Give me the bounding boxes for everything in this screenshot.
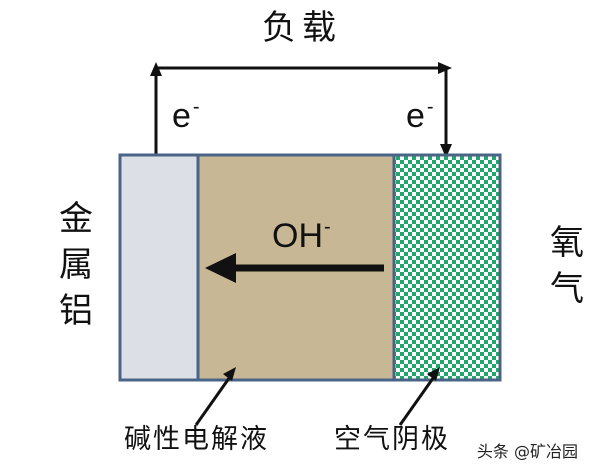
electron-charge: - — [192, 96, 200, 118]
wire-arrow-right-icon — [438, 62, 452, 74]
oxygen-label: 氧气 — [550, 223, 584, 309]
metal-aluminum-label: 金属铝 — [59, 199, 93, 331]
ion-migration-arrow-head-icon — [205, 253, 236, 283]
electron-label-left: e- — [172, 97, 200, 133]
hydroxide-ion-label: OH- — [272, 217, 331, 253]
cathode-pointer-head-icon — [427, 367, 440, 381]
ion-symbol: OH — [272, 217, 323, 255]
air-cathode — [394, 155, 500, 380]
load-label: 负载 — [262, 8, 342, 48]
electron-label-right: e- — [406, 97, 434, 133]
watermark: 头条 @矿冶园 — [472, 436, 582, 464]
electrolyte-pointer — [194, 373, 234, 426]
air-cathode-label: 空气阴极 — [334, 424, 450, 455]
wire-arrow-down-icon — [440, 144, 452, 158]
cell-outline — [118, 153, 502, 382]
electrolyte-pointer-head-icon — [223, 367, 236, 381]
cathode-pointer — [398, 373, 438, 426]
alkaline-electrolyte-label: 碱性电解液 — [124, 424, 269, 455]
ion-charge: - — [324, 216, 331, 238]
electron-symbol: e — [172, 97, 191, 135]
external-circuit-wire — [154, 66, 448, 155]
electron-symbol: e — [406, 97, 425, 135]
aluminum-anode — [120, 155, 198, 380]
electron-charge: - — [426, 96, 434, 118]
wire-arrow-up-icon — [150, 62, 162, 76]
